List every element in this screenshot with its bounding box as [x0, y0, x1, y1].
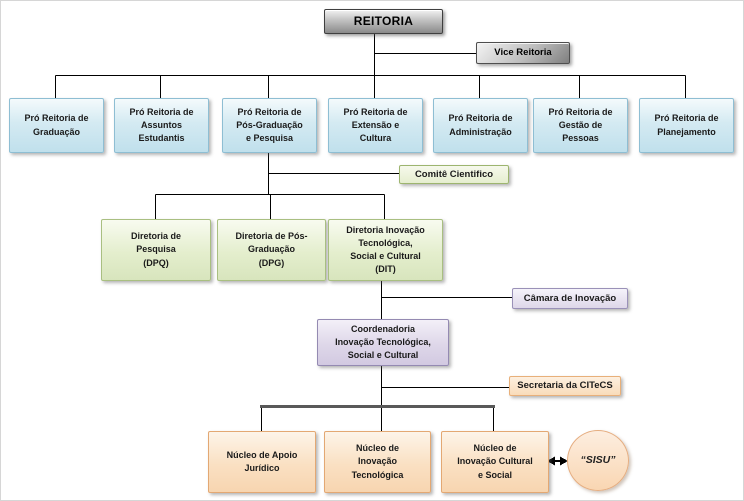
bidirectional-arrow-icon: [547, 456, 568, 466]
org-node-pro-reitoria-administracao: Pró Reitoria de Administração: [433, 98, 528, 153]
org-node-pro-reitoria-graduacao: Pró Reitoria de Graduação: [9, 98, 104, 153]
org-node-pro-reitoria-planejamento: Pró Reitoria de Planejamento: [639, 98, 734, 153]
org-node-nucleo-apoio-juridico: Núcleo de Apoio Jurídico: [208, 431, 316, 493]
org-node-comite-cientifico: Comitê Cientifico: [399, 165, 509, 184]
org-node-sisu: “SISU”: [567, 430, 629, 491]
org-node-diretoria-dit: Diretoria Inovação Tecnológica, Social e…: [328, 219, 443, 281]
org-node-diretoria-dpq: Diretoria de Pesquisa (DPQ): [101, 219, 211, 281]
org-node-vice-reitoria: Vice Reitoria: [476, 42, 570, 64]
org-node-pro-reitoria-assuntos-estudantis: Pró Reitoria de Assuntos Estudantis: [114, 98, 209, 153]
org-node-pro-reitoria-extensao-cultura: Pró Reitoria de Extensão e Cultura: [328, 98, 423, 153]
org-node-coordenadoria-citecs: Coordenadoria Inovação Tecnológica, Soci…: [317, 319, 449, 366]
org-node-pro-reitoria-gestao-pessoas: Pró Reitoria de Gestão de Pessoas: [533, 98, 628, 153]
org-node-secretaria-citecs: Secretaria da CITeCS: [509, 376, 621, 396]
org-node-nucleo-inovacao-tecnologica: Núcleo de Inovação Tecnológica: [324, 431, 431, 493]
org-node-pro-reitoria-pos-graduacao-pesquisa: Pró Reitoria de Pós-Graduação e Pesquisa: [222, 98, 317, 153]
org-node-diretoria-dpg: Diretoria de Pós- Graduação (DPG): [217, 219, 326, 281]
org-node-camara-inovacao: Câmara de Inovação: [512, 288, 628, 309]
org-node-reitoria: REITORIA: [324, 9, 443, 34]
connector-lines-black: [55, 32, 686, 431]
org-node-nucleo-inovacao-cultural-social: Núcleo de Inovação Cultural e Social: [441, 431, 549, 493]
